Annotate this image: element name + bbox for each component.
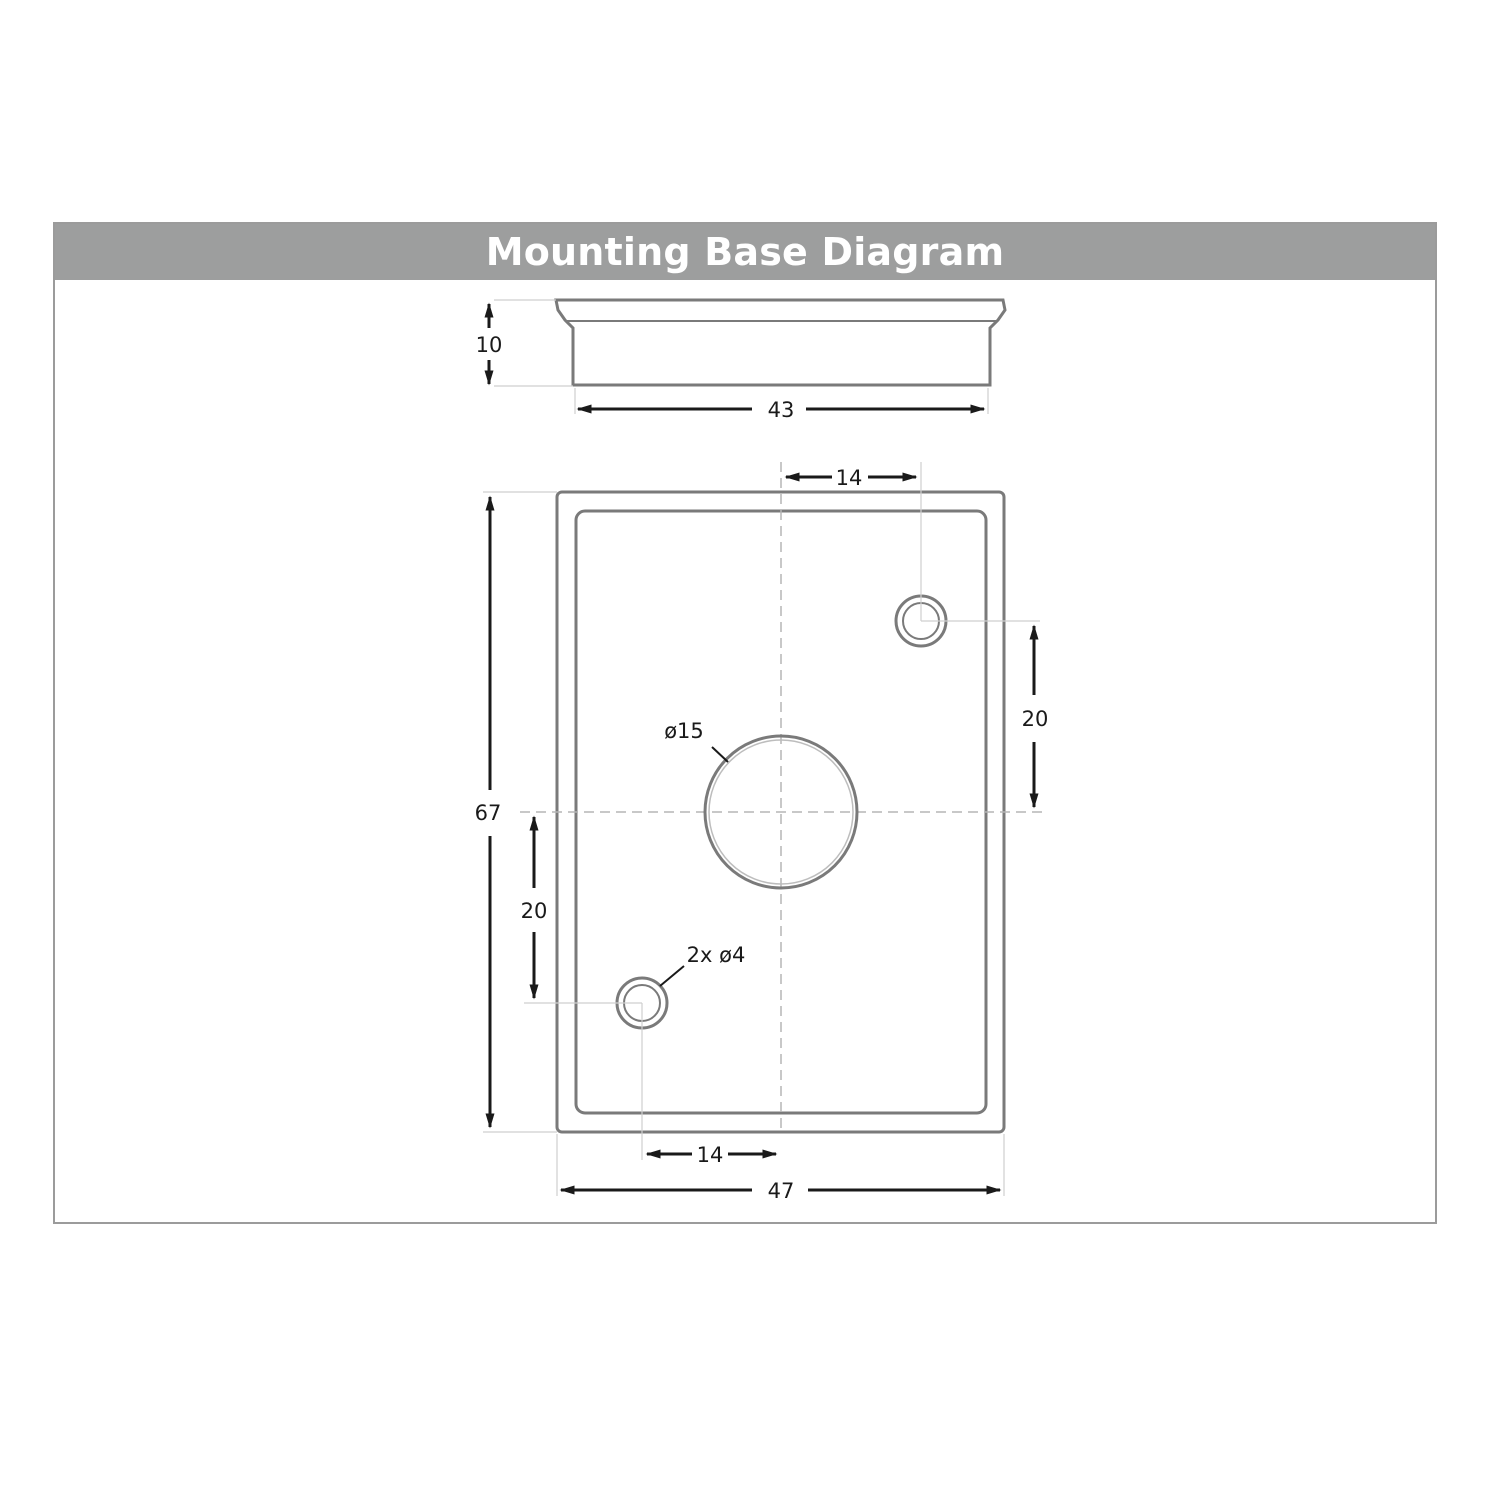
title-bar: Mounting Base Diagram [55, 224, 1435, 280]
top-offset-label: 14 [836, 466, 863, 490]
height-label: 10 [476, 333, 503, 357]
center-hole-label: ø15 [664, 719, 704, 743]
width-label: 43 [768, 398, 795, 422]
top-view: 14 20 ø15 67 20 2x ø4 14 47 [475, 462, 1049, 1203]
right-offset-label: 20 [1022, 707, 1049, 731]
side-view-profile [554, 298, 1007, 387]
small-holes-label: 2x ø4 [687, 943, 746, 967]
overall-height-label: 67 [475, 801, 502, 825]
overall-width-label: 47 [768, 1179, 795, 1203]
left-offset-label: 20 [521, 899, 548, 923]
side-view: 10 43 [476, 298, 1007, 422]
center-hole [703, 734, 859, 890]
bottom-offset-label: 14 [697, 1143, 724, 1167]
diagram-title: Mounting Base Diagram [485, 230, 1005, 274]
